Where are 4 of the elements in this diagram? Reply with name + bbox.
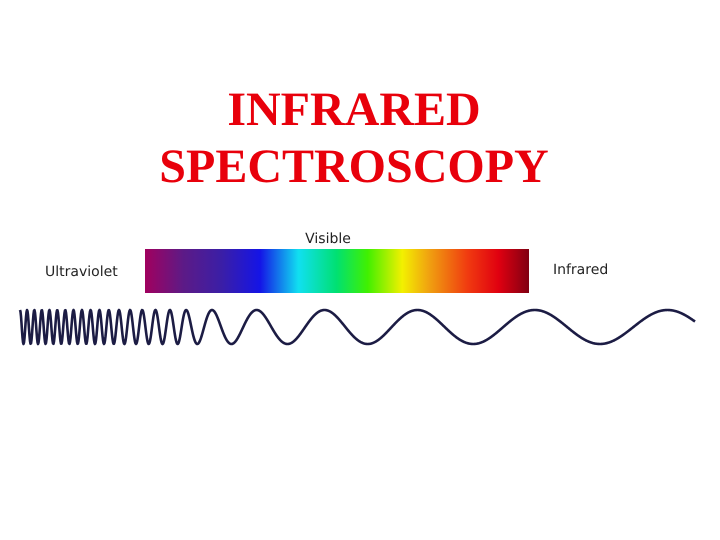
band-label: Visible: [305, 231, 351, 248]
title: INFRARED SPECTROSCOPY: [158, 82, 550, 195]
band-label: Ultraviolet: [45, 264, 118, 281]
band-label: Infrared: [553, 262, 608, 279]
